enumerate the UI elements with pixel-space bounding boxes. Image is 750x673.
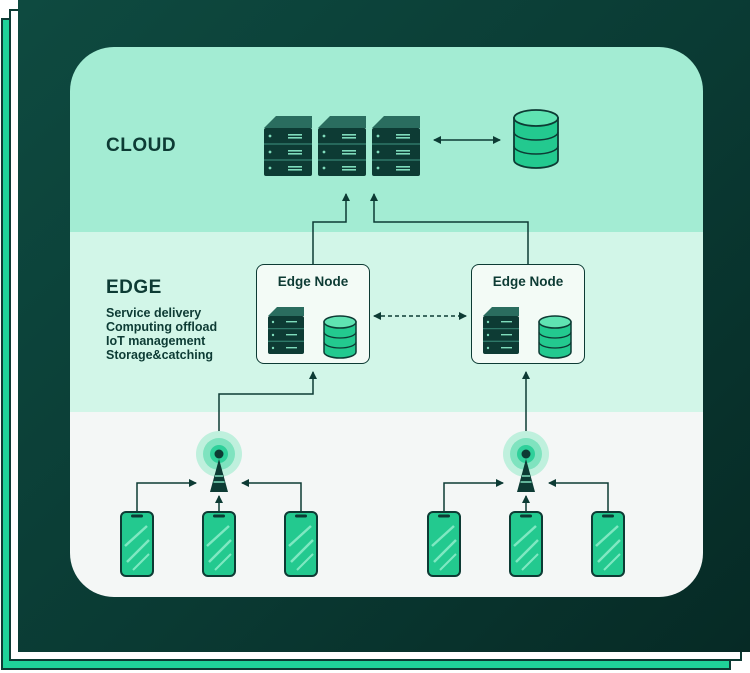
edge-node-label: Edge Node — [277, 274, 349, 289]
device-connector — [241, 479, 302, 512]
edge-capability-item: Computing offload — [106, 320, 218, 334]
edge-database-icon — [323, 315, 357, 359]
device-connector — [548, 479, 609, 512]
cloud-layer-title: CLOUD — [106, 135, 177, 156]
cloud-server-rack-icon — [317, 115, 367, 177]
device-connector — [136, 479, 197, 512]
smartphone-icon — [426, 510, 462, 578]
cloud-database-icon — [513, 109, 559, 169]
edge-database-icon — [538, 315, 572, 359]
edge-server-icon — [482, 306, 520, 355]
cloud-server-rack-icon — [263, 115, 313, 177]
edge-capability-item: Storage&catching — [106, 348, 213, 362]
edge-layer-band — [70, 232, 703, 412]
smartphone-icon — [590, 510, 626, 578]
cell-tower-icon — [195, 430, 243, 493]
smartphone-icon — [119, 510, 155, 578]
edge-layer-title: EDGE — [106, 277, 162, 298]
edge-to-cloud-connector-right — [370, 193, 529, 264]
device-connector — [443, 479, 504, 512]
smartphone-icon — [201, 510, 237, 578]
tower-to-edge-connector-left — [218, 371, 317, 435]
edge-capability-item: Service delivery — [106, 306, 202, 320]
edge-node-label: Edge Node — [492, 274, 564, 289]
cell-tower-icon — [502, 430, 550, 493]
smartphone-icon — [283, 510, 319, 578]
cloud-server-rack-icon — [371, 115, 421, 177]
smartphone-icon — [508, 510, 544, 578]
edge-capabilities-list: Service delivery Computing offload IoT m… — [106, 306, 217, 362]
edge-server-icon — [267, 306, 305, 355]
edge-to-cloud-connector-left — [312, 193, 350, 264]
edge-capability-item: IoT management — [106, 334, 206, 348]
